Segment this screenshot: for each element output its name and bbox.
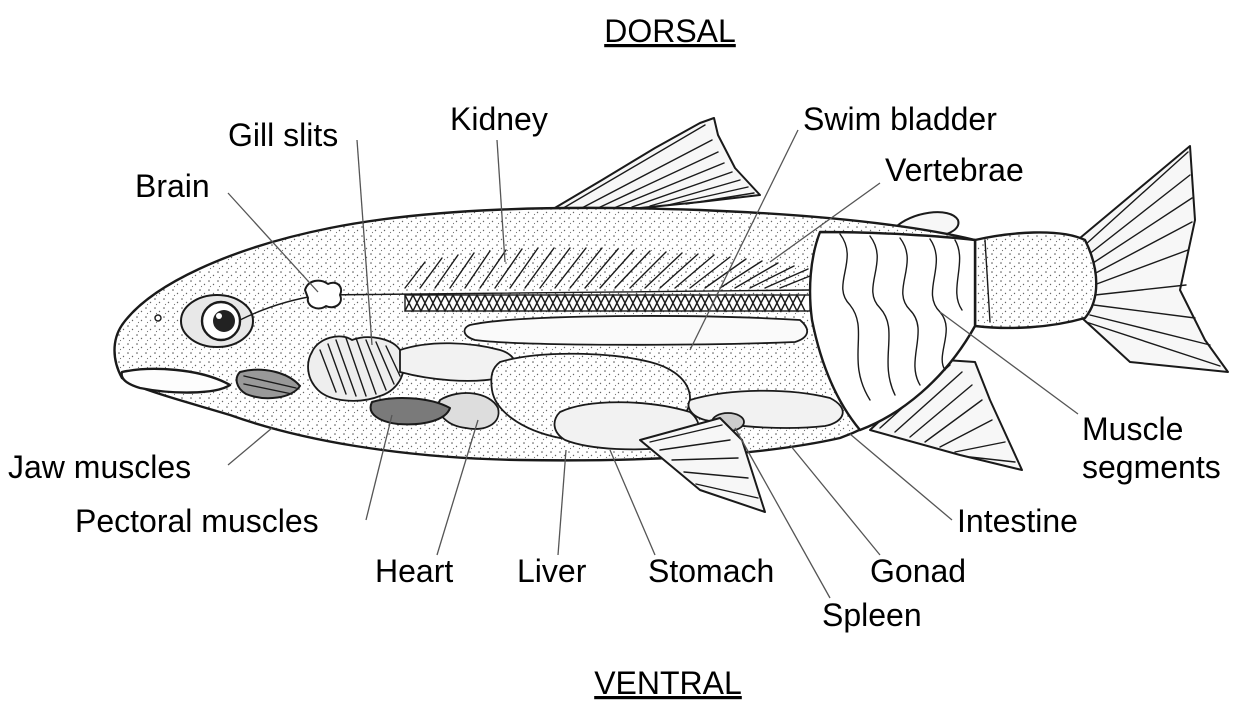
- fish-illustration: [115, 118, 1229, 512]
- dorsal-label: DORSAL: [604, 13, 736, 49]
- label-muscle-segments-line1: Muscle: [1082, 411, 1183, 447]
- label-gonad: Gonad: [870, 553, 966, 589]
- label-pectoral-muscles: Pectoral muscles: [75, 503, 319, 539]
- label-kidney: Kidney: [450, 101, 548, 137]
- label-brain: Brain: [135, 168, 210, 204]
- eye-highlight: [216, 313, 222, 319]
- label-stomach: Stomach: [648, 553, 774, 589]
- label-intestine: Intestine: [957, 503, 1078, 539]
- brain-shape: [305, 281, 341, 309]
- label-liver: Liver: [517, 553, 587, 589]
- caudal-peduncle: [975, 232, 1096, 328]
- label-gill-slits: Gill slits: [228, 117, 338, 153]
- swim-bladder-shape: [465, 316, 808, 345]
- label-muscle-segments-line2: segments: [1082, 449, 1221, 485]
- label-spleen: Spleen: [822, 597, 922, 633]
- label-vertebrae: Vertebrae: [885, 152, 1024, 188]
- label-heart: Heart: [375, 553, 453, 589]
- label-swim-bladder: Swim bladder: [803, 101, 997, 137]
- ventral-label: VENTRAL: [594, 665, 742, 701]
- label-jaw-muscles: Jaw muscles: [8, 449, 191, 485]
- caudal-fin: [1080, 146, 1228, 372]
- eye-pupil: [213, 310, 235, 332]
